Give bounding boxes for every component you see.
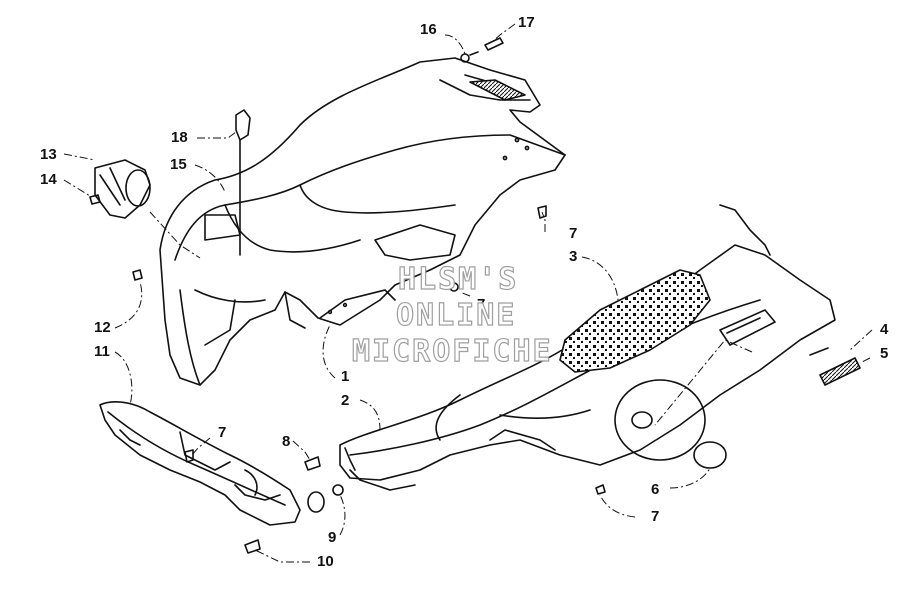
callout-13: 13	[40, 146, 57, 163]
callout-8: 8	[282, 433, 291, 450]
callout-4: 4	[880, 321, 889, 338]
part-4-clip	[809, 347, 829, 356]
part-16-nut	[460, 53, 470, 63]
part-7-screw-a	[537, 205, 547, 219]
part-14-screw	[89, 194, 101, 205]
callout-3: 3	[569, 248, 578, 265]
part-10-bolt	[244, 539, 261, 554]
plug-hole	[631, 411, 653, 429]
callout-15: 15	[170, 156, 187, 173]
part-17-screw	[469, 37, 504, 56]
callout-16: 16	[420, 21, 437, 38]
callout-7-lower: 7	[651, 508, 660, 525]
part-1-upper-shell	[159, 57, 566, 386]
callout-11: 11	[94, 343, 110, 360]
part-6-plug	[693, 441, 727, 469]
watermark-line-3: MICROFICHE	[351, 333, 553, 369]
callout-2: 2	[341, 392, 350, 409]
callout-18: 18	[171, 129, 188, 146]
leader-lines	[63, 23, 873, 563]
callout-12: 12	[94, 319, 111, 336]
washer	[307, 491, 325, 513]
part-8-stud	[304, 456, 321, 471]
callout-1: 1	[341, 368, 350, 385]
watermark-line-2: ONLINE	[395, 297, 517, 333]
part-9-nut	[332, 484, 344, 496]
part-7-screw-c	[184, 449, 194, 463]
part-7-screw-b	[449, 282, 459, 292]
part-12-screw	[132, 269, 143, 281]
part-13-headlight-housing	[94, 159, 151, 219]
callout-5: 5	[880, 345, 889, 362]
callout-7-bumper: 7	[218, 424, 227, 441]
callout-6: 6	[651, 481, 660, 498]
part-16-vent-grille	[469, 79, 526, 101]
part-3-traction-pad	[559, 269, 711, 373]
callout-9: 9	[328, 529, 337, 546]
watermark-line-1: HLSM'S	[397, 261, 519, 297]
part-18-strap	[235, 109, 251, 256]
callout-17: 17	[518, 14, 535, 31]
callout-10: 10	[317, 553, 334, 570]
part-5-reflector	[819, 357, 861, 386]
callout-7-upper: 7	[569, 225, 578, 242]
callout-7-center: 7	[477, 296, 486, 313]
callout-14: 14	[40, 171, 57, 188]
part-7-screw-d	[595, 484, 606, 495]
part-11-front-bumper	[99, 401, 301, 526]
